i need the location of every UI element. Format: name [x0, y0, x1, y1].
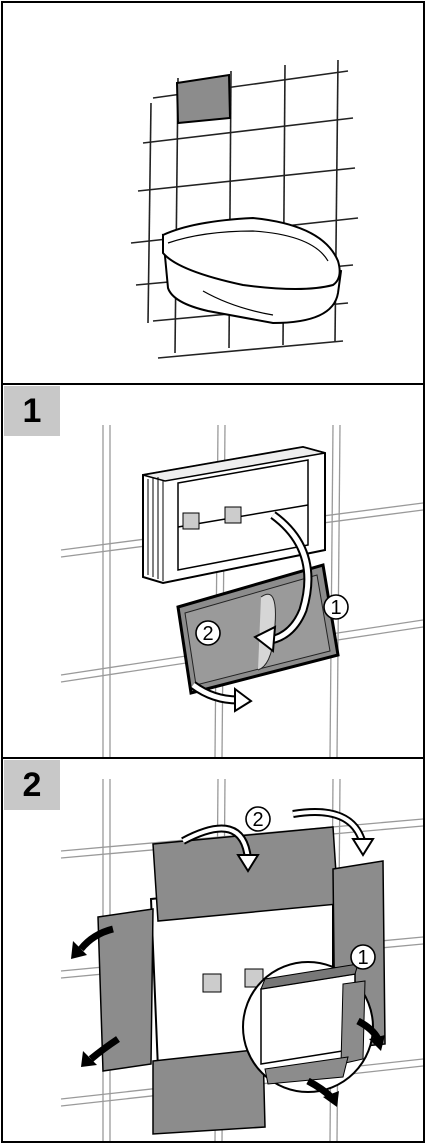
wall-toilet-icon [161, 216, 343, 325]
cover-plate-icon [176, 563, 340, 695]
rotate-arrow-icon [253, 511, 313, 653]
step-2-panel: 2 [1, 757, 425, 1143]
pull-arrow-icon [190, 681, 253, 713]
callout-1-label: 1 [357, 947, 368, 969]
callout-1-label: 1 [330, 597, 341, 619]
callout-1: 1 [323, 594, 349, 620]
pull-arrow-icon [71, 925, 385, 1107]
install-frame-icon [142, 445, 326, 585]
callout-2: 2 [245, 806, 271, 832]
step-2-illustration: 2 1 [60, 778, 423, 1141]
rotate-arrow-icon [181, 808, 375, 873]
callout-2-label: 2 [202, 623, 213, 645]
step-1-illustration: 1 2 [60, 424, 423, 757]
flush-plate-icon [175, 73, 232, 125]
overview-panel [1, 1, 425, 385]
callout-2: 2 [195, 620, 221, 646]
step-1-panel: 1 [1, 383, 425, 759]
callout-1: 1 [350, 944, 376, 970]
overview-illustration [130, 59, 359, 359]
zoom-circle-icon [242, 961, 374, 1093]
step-number-badge: 2 [4, 760, 60, 810]
step-number-badge: 1 [4, 386, 60, 436]
callout-2-label: 2 [252, 809, 263, 831]
